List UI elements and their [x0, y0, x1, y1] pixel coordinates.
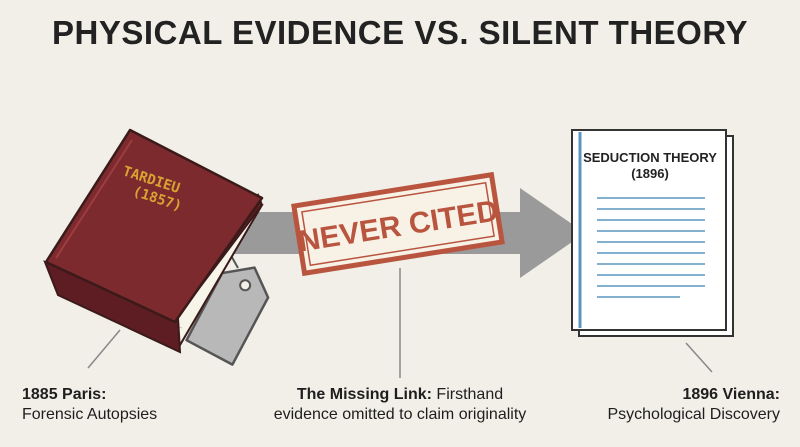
label-vienna-text: Psychological Discovery	[607, 406, 780, 423]
label-paris: 1885 Paris: Forensic Autopsies	[22, 385, 157, 425]
never-cited-stamp: NEVER CITED	[291, 171, 505, 277]
label-vienna: 1896 Vienna: Psychological Discovery	[570, 385, 780, 425]
book-icon: TARDIEU (1857)	[43, 128, 264, 354]
page-title: PHYSICAL EVIDENCE VS. SILENT THEORY	[52, 14, 748, 51]
document-title: SEDUCTION THEORY	[583, 150, 717, 165]
document-year: (1896)	[631, 166, 669, 181]
label-paris-text: Forensic Autopsies	[22, 406, 158, 423]
label-vienna-bold: 1896 Vienna:	[682, 386, 780, 403]
leader-line-right	[685, 342, 713, 373]
leader-line-left	[87, 329, 121, 369]
label-missing-link-text-b: evidence omitted to claim originality	[273, 406, 527, 423]
label-paris-bold: 1885 Paris:	[22, 386, 107, 403]
label-missing-link-text-a: Firsthand	[431, 386, 504, 403]
document-icon: SEDUCTION THEORY (1896)	[571, 129, 734, 337]
label-missing-link-bold: The Missing Link:	[296, 386, 432, 403]
document-text-lines	[597, 197, 705, 298]
label-missing-link: The Missing Link: Firsthand evidence omi…	[230, 385, 570, 425]
